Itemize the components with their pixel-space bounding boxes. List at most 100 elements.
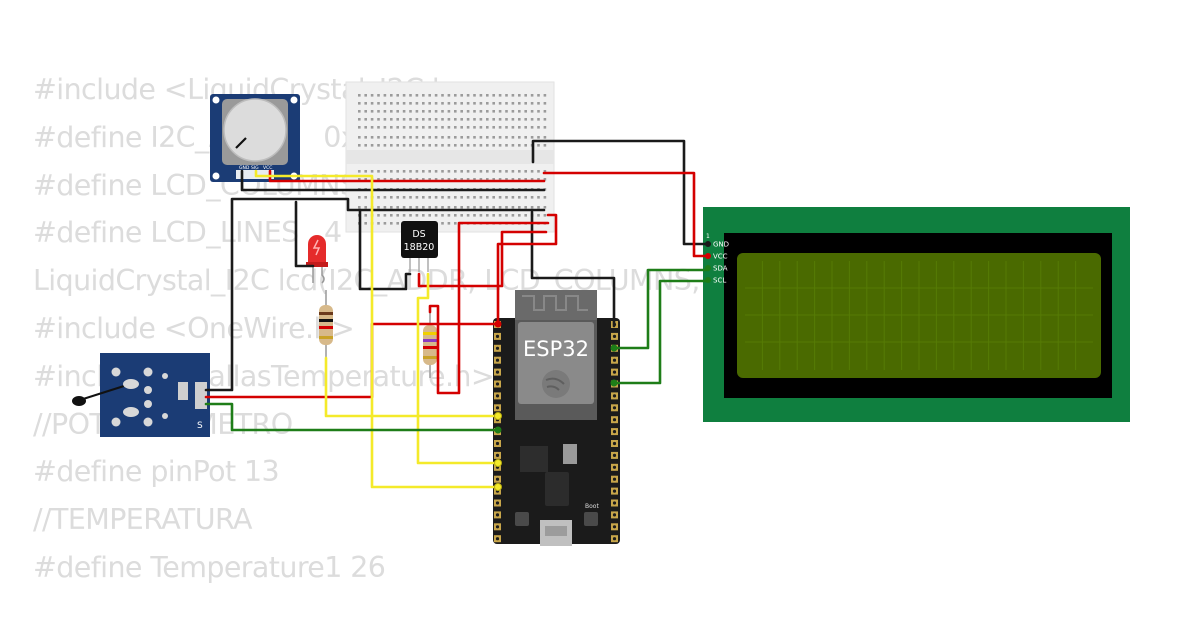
breadboard-hole: [466, 206, 470, 209]
breadboard-hole: [498, 214, 502, 217]
breadboard-hole: [434, 126, 438, 129]
breadboard-hole: [543, 144, 547, 147]
breadboard-hole: [383, 144, 387, 147]
breadboard-hole: [434, 214, 438, 217]
breadboard-hole: [543, 118, 547, 121]
breadboard-hole: [511, 102, 515, 105]
breadboard-hole: [505, 206, 508, 209]
wire-pot-gnd[interactable]: [240, 169, 546, 192]
breadboard-hole: [383, 102, 387, 105]
boot-button[interactable]: [584, 512, 598, 526]
breadboard-hole: [505, 196, 508, 199]
breadboard-hole: [511, 110, 515, 113]
esp32-pin-hole: [495, 406, 500, 410]
breadboard-hole: [460, 144, 463, 147]
breadboard-hole: [537, 206, 540, 209]
breadboard-hole: [518, 214, 521, 217]
wire-ds-vcc[interactable]: [417, 230, 548, 288]
breadboard-hole: [479, 206, 483, 209]
potentiometer-knob[interactable]: [223, 98, 287, 162]
breadboard-hole: [370, 126, 374, 129]
wire-lcd-vcc[interactable]: [542, 171, 708, 258]
wire-pullup-vcc[interactable]: [428, 221, 550, 395]
esp32-pin-hole: [495, 358, 500, 362]
breadboard-hole: [479, 144, 483, 147]
breadboard-hole: [390, 102, 393, 105]
wire-pot-vcc[interactable]: [268, 169, 546, 183]
potentiometer[interactable]: GND SIG VCC: [210, 94, 300, 182]
esp32-pin-hole: [612, 465, 617, 469]
esp32-pin-hole: [612, 334, 617, 338]
ds18b20-sensor[interactable]: DS 18B20: [401, 221, 438, 272]
breadboard-hole: [479, 118, 483, 121]
breadboard-hole: [466, 136, 470, 139]
breadboard-hole: [454, 196, 457, 199]
esp32-pin-hole: [495, 370, 500, 374]
breadboard-hole: [486, 126, 489, 129]
breadboard-hole: [530, 118, 534, 121]
breadboard-hole: [518, 118, 521, 121]
resistor-pullup[interactable]: [423, 312, 437, 378]
resistor-led[interactable]: [319, 290, 333, 358]
breadboard-hole: [390, 110, 393, 113]
wire-lcd-gnd[interactable]: [531, 139, 708, 246]
breadboard-hole: [466, 196, 470, 199]
breadboard-hole: [492, 206, 495, 209]
breadboard-hole: [505, 126, 508, 129]
breadboard-hole: [383, 118, 387, 121]
breadboard-hole: [511, 206, 515, 209]
temperature-sensor-module[interactable]: S: [72, 353, 210, 437]
breadboard-hole: [383, 170, 387, 173]
breadboard-hole: [498, 170, 502, 173]
wire-lcd-sda[interactable]: [612, 268, 710, 350]
breadboard-hole: [422, 196, 425, 199]
breadboard-hole: [409, 136, 412, 139]
wire-ds-signal[interactable]: [416, 272, 500, 465]
breadboard-hole: [370, 118, 374, 121]
breadboard-hole: [498, 136, 502, 139]
wires-i2c: [204, 268, 710, 432]
wire-esp-vcc[interactable]: [496, 213, 558, 326]
breadboard-hole: [486, 214, 489, 217]
breadboard-hole: [505, 178, 508, 181]
breadboard-hole: [415, 126, 419, 129]
breadboard-hole: [511, 136, 515, 139]
breadboard-hole: [441, 170, 444, 173]
breadboard-hole: [518, 196, 521, 199]
wire-led-signal[interactable]: [324, 356, 500, 418]
breadboard-hole: [377, 110, 380, 113]
breadboard-hole: [383, 178, 387, 181]
breadboard-hole: [383, 206, 387, 209]
breadboard-hole: [409, 102, 412, 105]
wire-module-signal[interactable]: [204, 402, 500, 432]
wire-lcd-scl[interactable]: [612, 279, 710, 385]
ds18b20-label-top: DS: [412, 229, 425, 240]
esp32-pin-hole: [495, 382, 500, 386]
wire-ds-gnd[interactable]: [358, 208, 412, 291]
breadboard-hole: [454, 118, 457, 121]
wire-led-gnd[interactable]: [294, 200, 315, 268]
wire-module-gnd[interactable]: [204, 197, 546, 392]
esp32-pin-hole: [495, 513, 500, 517]
en-button[interactable]: [515, 512, 529, 526]
breadboard-hole: [479, 102, 483, 105]
breadboard-hole: [415, 102, 419, 105]
wire-pot-signal[interactable]: [254, 169, 500, 489]
lcd-display[interactable]: 1 GND VCC SDA SCL: [703, 207, 1130, 422]
esp32-board[interactable]: ESP32 Boot: [493, 290, 620, 546]
wire-module-vcc[interactable]: [204, 322, 500, 399]
breadboard-hole: [498, 126, 502, 129]
breadboard-hole: [383, 110, 387, 113]
breadboard-hole: [518, 110, 521, 113]
breadboard-hole: [466, 118, 470, 121]
breadboard-hole: [537, 214, 540, 217]
breadboard-hole: [473, 206, 476, 209]
breadboard-hole: [441, 136, 444, 139]
espressif-logo-icon: [542, 370, 570, 398]
breadboard-hole: [358, 178, 361, 181]
breadboard-hole: [441, 118, 444, 121]
breadboard-hole: [492, 126, 495, 129]
breadboard-hole: [511, 144, 515, 147]
red-led[interactable]: [306, 235, 328, 284]
